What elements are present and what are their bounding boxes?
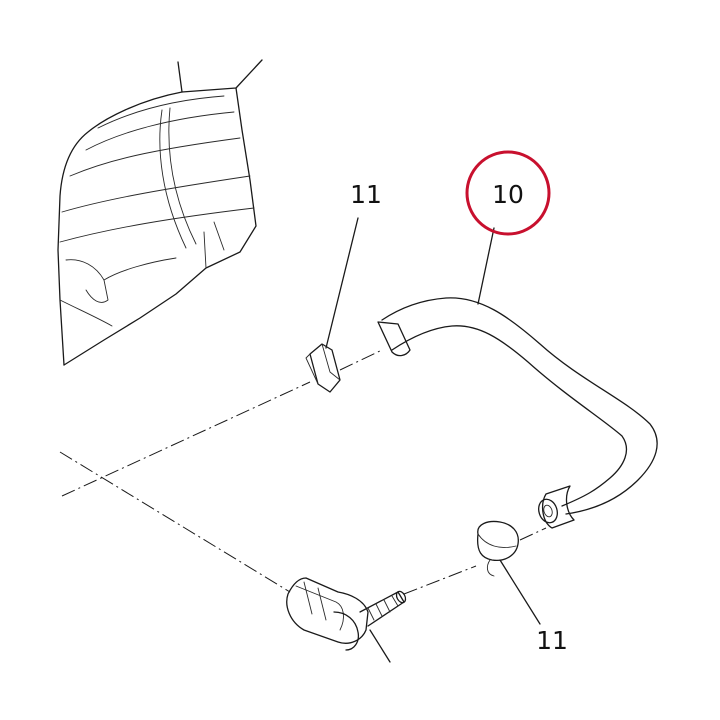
hose-clamp-lower xyxy=(476,520,519,577)
callout-highlight-ring xyxy=(465,150,551,236)
callout-number-hose[interactable]: 10 xyxy=(492,180,524,209)
assembly-axis-lines xyxy=(59,349,547,595)
callout-number-clamp-upper[interactable]: 11 xyxy=(350,180,382,209)
quick-connector-elbow xyxy=(286,577,407,651)
fuel-hose xyxy=(377,297,658,529)
callout-number-clamp-lower[interactable]: 11 xyxy=(536,626,568,655)
hose-clamp-upper xyxy=(305,343,341,393)
tank-housing xyxy=(57,59,263,366)
hose-end-fitting xyxy=(538,485,575,529)
leader-lines xyxy=(325,217,541,663)
